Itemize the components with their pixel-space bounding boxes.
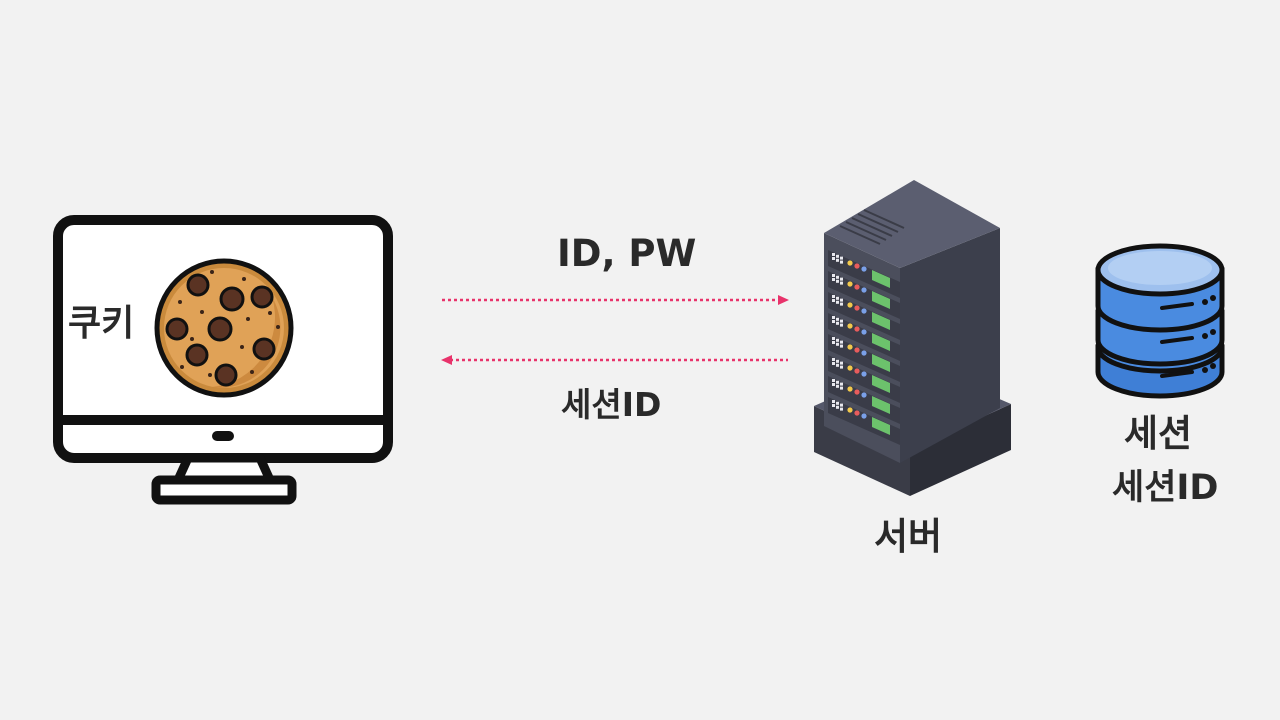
request-label: ID, PW xyxy=(557,232,697,275)
session-id-label: 세션ID xyxy=(1112,468,1219,508)
response-label: 세션ID xyxy=(561,385,662,424)
response-arrow xyxy=(441,355,788,365)
server-label: 서버 xyxy=(874,515,943,558)
server-unit xyxy=(828,271,900,319)
session-store-label: 세션 xyxy=(1124,412,1193,455)
server-unit xyxy=(828,250,900,298)
server-unit xyxy=(828,292,900,340)
server-unit xyxy=(828,334,900,382)
server-unit xyxy=(828,376,900,424)
server-unit xyxy=(828,313,900,361)
server-rack-icon xyxy=(814,180,1011,496)
database-icon xyxy=(1095,243,1225,399)
server-unit xyxy=(828,397,900,445)
cookie-icon xyxy=(154,258,294,398)
cookie-label: 쿠키 xyxy=(68,303,135,344)
server-unit xyxy=(828,355,900,403)
request-arrow xyxy=(442,295,789,305)
